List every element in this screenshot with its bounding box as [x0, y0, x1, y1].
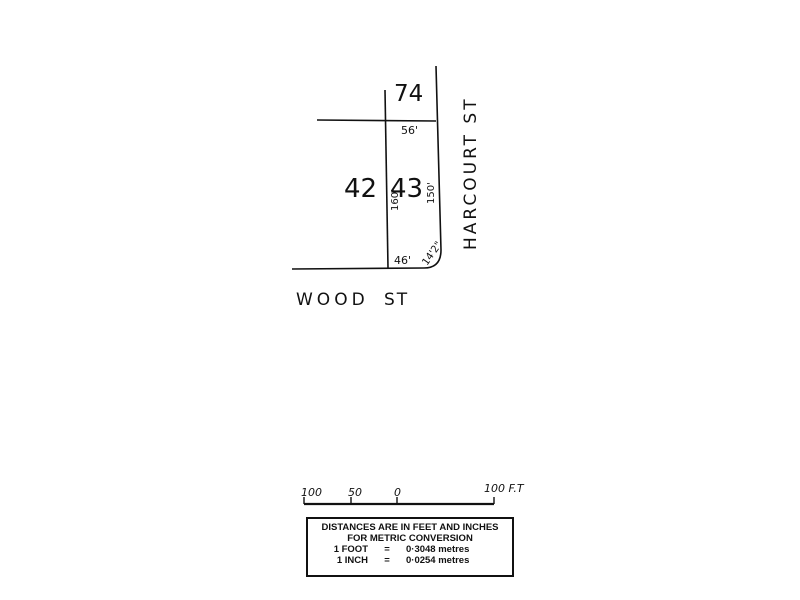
legend-row-foot: 1 FOOT = 0·3048 metres: [308, 544, 512, 555]
lot-boundaries: [291, 65, 442, 270]
legend-value-inch: 0·0254 metres: [406, 555, 470, 566]
dimension-bottom: 46': [394, 254, 411, 267]
east-boundary-line: [291, 65, 442, 270]
street-label-wood: WOOD: [296, 290, 369, 310]
scale-label-100-left: 100: [301, 486, 322, 499]
scale-label-50: 50: [348, 486, 362, 499]
north-boundary-line: [316, 119, 437, 122]
west-boundary-line: [384, 89, 389, 269]
conversion-legend: DISTANCES ARE IN FEET AND INCHES FOR MET…: [306, 517, 514, 577]
lot-number-42: 42: [344, 174, 377, 204]
legend-line-2: FOR METRIC CONVERSION: [347, 533, 473, 544]
legend-equals-foot: =: [384, 544, 390, 555]
scale-label-100-right: 100 F.T: [484, 482, 525, 495]
legend-equals-inch: =: [384, 555, 390, 566]
dimension-east: 150': [426, 182, 437, 204]
street-label-harcourt: HARCOURT ST: [461, 96, 481, 250]
dimension-top: 56': [401, 124, 418, 137]
legend-unit-foot: 1 FOOT: [333, 544, 368, 555]
legend-value-foot: 0·3048 metres: [406, 544, 470, 555]
legend-line-1: DISTANCES ARE IN FEET AND INCHES: [321, 522, 499, 533]
lot-number-74: 74: [394, 81, 423, 107]
legend-unit-inch: 1 INCH: [336, 555, 368, 566]
street-label-wood-suffix: ST: [384, 290, 409, 310]
legend-row-inch: 1 INCH = 0·0254 metres: [308, 555, 512, 566]
scale-label-0: 0: [394, 486, 401, 499]
lot-number-43: 43: [390, 174, 423, 204]
scale-bar: 100 50 0 100 F.T: [301, 482, 525, 506]
dimension-west: 160': [390, 189, 401, 211]
